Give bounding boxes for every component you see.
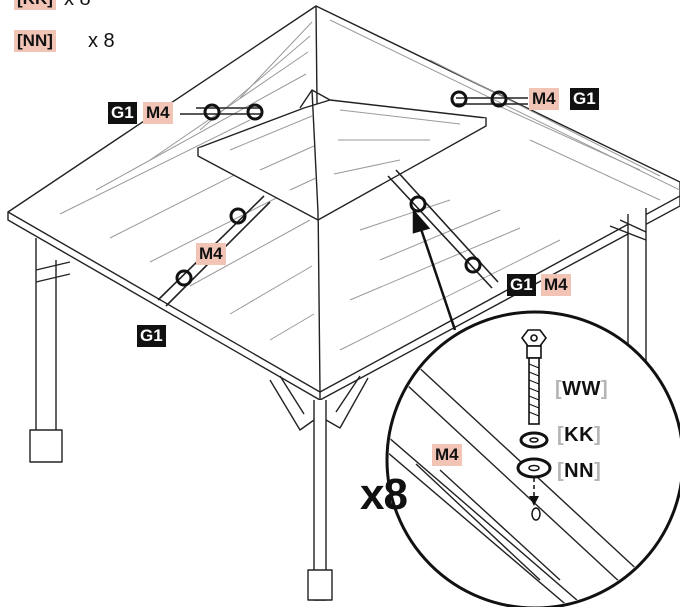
label-g1-right-brace: G1 xyxy=(507,274,536,296)
bolt-marker xyxy=(450,90,468,108)
label-m4-right-brace: M4 xyxy=(541,274,571,296)
bracket-close: ] xyxy=(594,424,602,446)
detail-circle xyxy=(385,310,680,607)
legend-nn-code: [NN] xyxy=(14,30,56,52)
label-kk-text: KK xyxy=(564,424,595,446)
label-m4-left-brace: M4 xyxy=(196,243,226,265)
label-g1-left-brace: G1 xyxy=(137,325,166,347)
label-m4-top-right: M4 xyxy=(529,88,559,110)
label-ww: [WW] xyxy=(552,378,612,400)
detail-arrow xyxy=(412,208,457,331)
label-m4-detail: M4 xyxy=(432,444,462,466)
bracket-open: [ xyxy=(555,378,563,400)
label-ww-text: WW xyxy=(562,378,601,400)
legend-kk-code: [KK] xyxy=(14,0,56,10)
label-nn-text: NN xyxy=(564,460,595,482)
bolt-marker xyxy=(203,103,221,121)
label-nn: [NN] xyxy=(554,460,605,482)
bolt-marker xyxy=(229,207,247,225)
bolt-marker xyxy=(490,90,508,108)
bracket-open: [ xyxy=(557,424,565,446)
bolt-marker xyxy=(246,103,264,121)
bracket-close: ] xyxy=(594,460,602,482)
legend-nn-qty: x 8 xyxy=(88,30,115,52)
bolt-marker xyxy=(175,269,193,287)
bolt-marker xyxy=(409,195,427,213)
bolt-ww xyxy=(521,329,547,425)
bolt-marker xyxy=(464,256,482,274)
left-post xyxy=(35,238,57,461)
multiplier-x8: x8 xyxy=(360,470,408,519)
bracket-close: ] xyxy=(600,378,609,400)
legend-kk-qty: x 8 xyxy=(64,0,91,11)
label-g1-top-right: G1 xyxy=(570,88,599,110)
label-g1-top-left: G1 xyxy=(108,102,137,124)
bracket-open: [ xyxy=(557,460,565,482)
label-kk: [KK] xyxy=(554,424,605,446)
label-m4-top-left: M4 xyxy=(143,102,173,124)
